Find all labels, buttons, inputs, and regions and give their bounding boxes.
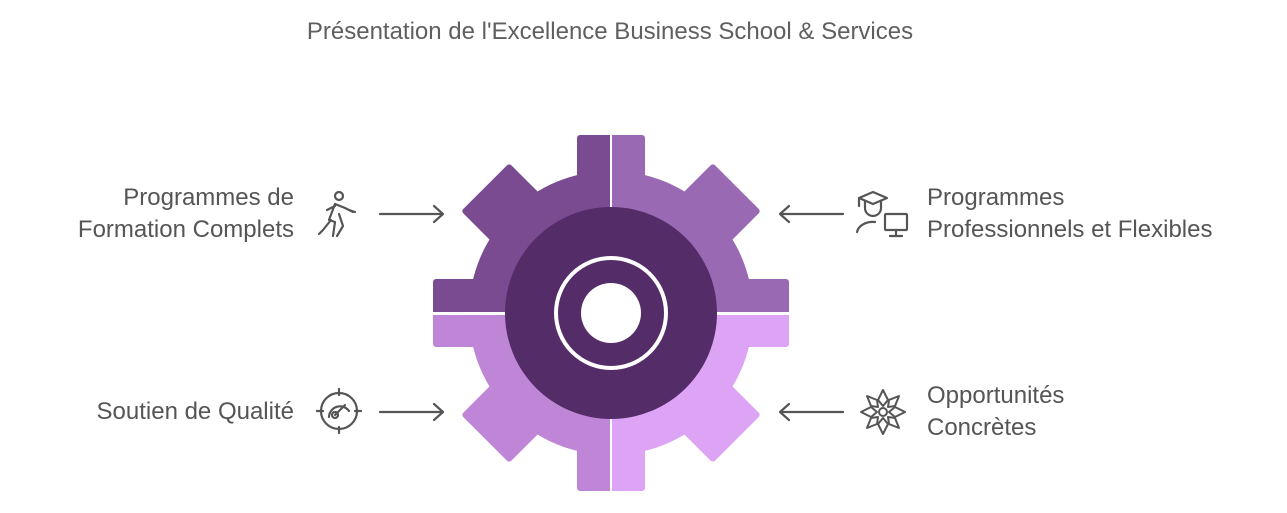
- label-top-right-line1: Programmes: [927, 184, 1065, 211]
- label-top-left-line1: Programmes de: [123, 184, 294, 211]
- label-top-left: Programmes de Formation Complets: [78, 182, 294, 246]
- arrow-bottom-left: [378, 402, 445, 422]
- gear-inner-ring: [554, 256, 668, 370]
- gear-hole: [581, 283, 641, 343]
- label-bottom-right: Opportunités Concrètes: [927, 380, 1064, 444]
- label-bottom-left: Soutien de Qualité: [97, 396, 294, 428]
- label-bottom-right-line1: Opportunités: [927, 382, 1065, 409]
- label-top-left-line2: Formation Complets: [77, 216, 294, 243]
- label-bottom-left-line1: Soutien de Qualité: [96, 398, 294, 425]
- diagram-title: Présentation de l'Excellence Business Sc…: [306, 18, 914, 45]
- arrow-top-right: [778, 204, 845, 224]
- flower-star-icon: [860, 389, 906, 435]
- label-top-right: Programmes Professionnels et Flexibles: [927, 182, 1212, 246]
- person-walking-icon: [317, 190, 357, 238]
- arrow-bottom-right: [778, 402, 845, 422]
- label-top-right-line2: Professionnels et Flexibles: [927, 216, 1213, 243]
- arrow-top-left: [378, 204, 445, 224]
- label-bottom-right-line2: Concrètes: [927, 414, 1037, 441]
- target-gauge-icon: [315, 387, 363, 435]
- graduate-computer-icon: [855, 190, 909, 238]
